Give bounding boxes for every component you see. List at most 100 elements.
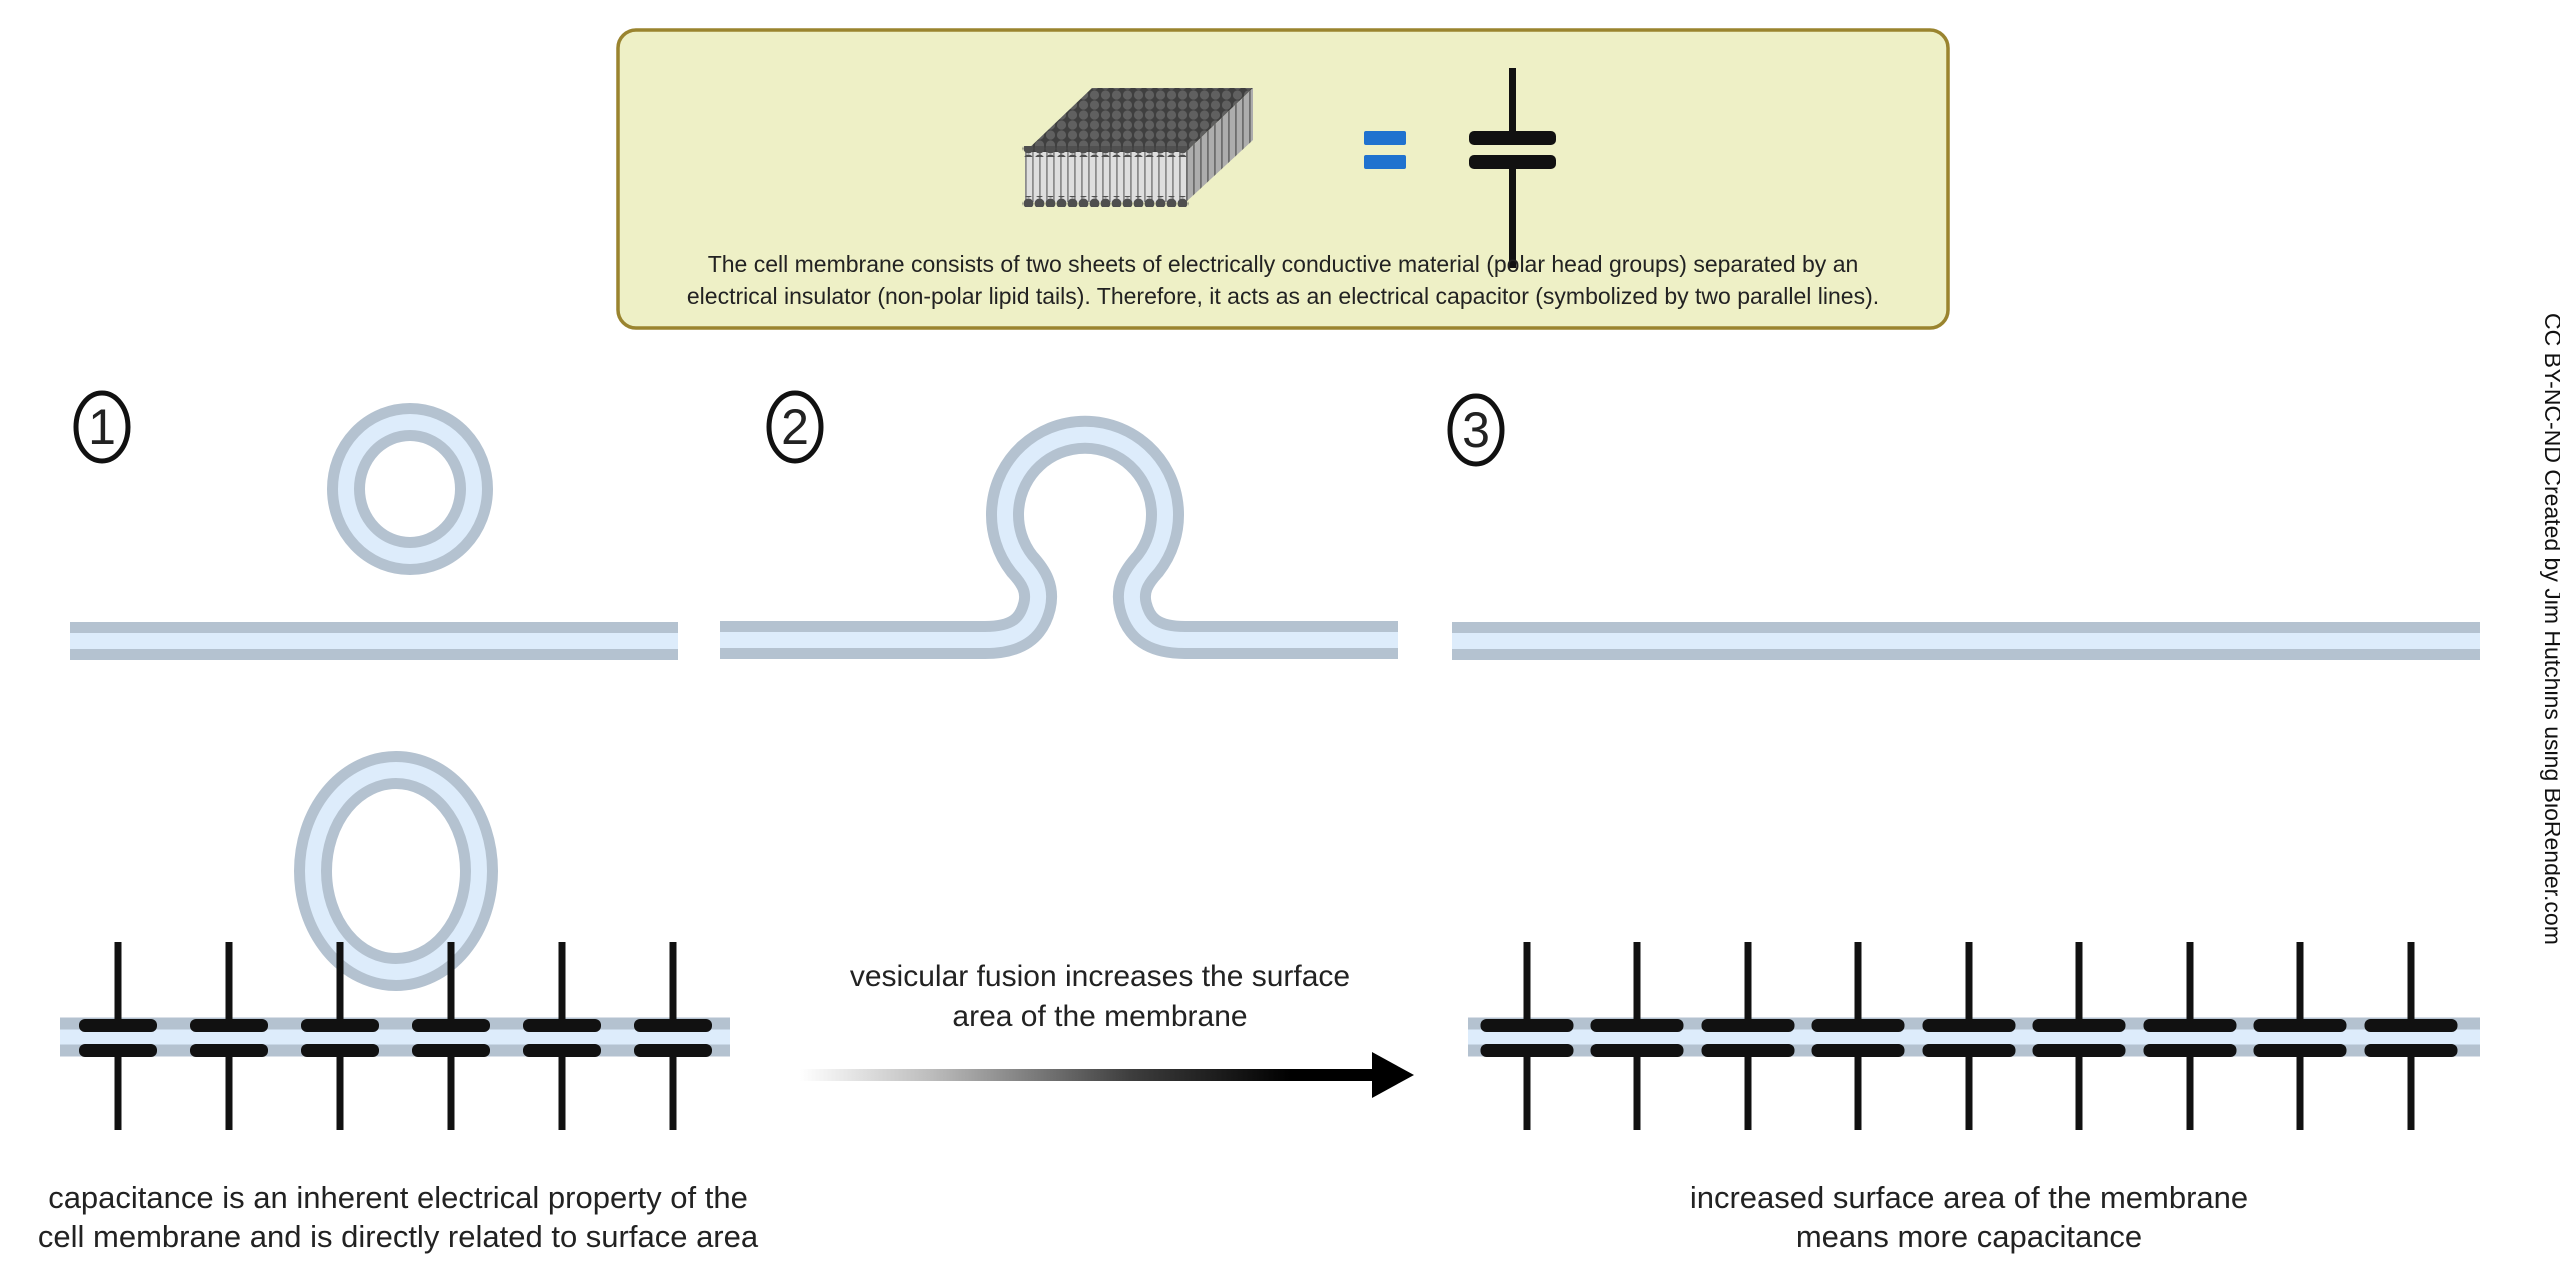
membrane-front-face xyxy=(1025,152,1186,202)
vesicle-2-core xyxy=(305,762,487,980)
caption-left-line2: cell membrane and is directly related to… xyxy=(38,1219,759,1254)
fusion-arrow-shaft xyxy=(800,1069,1372,1081)
capacitor-symbol xyxy=(2032,942,2126,1130)
capacitor-plate-bottom xyxy=(301,1044,379,1057)
capacitor-stem-top xyxy=(336,942,344,1027)
fusion-arrow-head xyxy=(1372,1052,1414,1098)
capacitor-stem-bottom xyxy=(1744,1049,1752,1130)
capacitor-stem-bottom xyxy=(1633,1049,1641,1130)
capacitor-plate-bottom xyxy=(1590,1044,1684,1057)
capacitor-stem-top xyxy=(225,942,233,1027)
membrane-head-row-top xyxy=(1022,146,1189,157)
capacitor-symbol xyxy=(79,942,157,1130)
step-1-number: 1 xyxy=(88,399,116,455)
capacitor-stem-top xyxy=(114,942,122,1027)
capacitor-stem-bottom xyxy=(1965,1049,1973,1130)
capacitor-stem-bottom xyxy=(114,1049,122,1130)
capacitor-stem-bottom xyxy=(2296,1049,2304,1130)
capacitor-stem-top xyxy=(2075,942,2083,1027)
capacitor-plate-top xyxy=(2364,1019,2458,1032)
capacitor-plate-bottom xyxy=(634,1044,712,1057)
capacitor-plate-bottom xyxy=(412,1044,490,1057)
capacitor-plate-top xyxy=(2253,1019,2347,1032)
capacitor-stem-top xyxy=(558,942,566,1027)
capacitor-stem-bottom xyxy=(1523,1049,1531,1130)
membrane-capacitor-left xyxy=(60,751,730,1130)
capacitor-plate-top xyxy=(190,1019,268,1032)
membrane-2-omega-core xyxy=(720,426,1398,648)
capacitor-group-left xyxy=(79,942,712,1130)
fusion-arrow-group: vesicular fusion increases the surface a… xyxy=(800,960,1414,1098)
caption-left-line1: capacitance is an inherent electrical pr… xyxy=(48,1180,748,1215)
step-2-number: 2 xyxy=(781,399,809,455)
capacitor-plate-top xyxy=(412,1019,490,1032)
capacitor-lead-top xyxy=(1509,68,1516,132)
capacitor-plate-top xyxy=(1480,1019,1574,1032)
capacitor-plate-top xyxy=(1811,1019,1905,1032)
capacitor-stem-top xyxy=(669,942,677,1027)
capacitor-stem-bottom xyxy=(2075,1049,2083,1130)
capacitor-plate-top xyxy=(1469,131,1556,145)
capacitor-plate-bottom xyxy=(1811,1044,1905,1057)
caption-right-line1: increased surface area of the membrane xyxy=(1690,1180,2248,1215)
equals-bar-top xyxy=(1364,131,1406,145)
capacitor-symbol xyxy=(1922,942,2016,1130)
credit-text: CC BY-NC-ND Created by Jim Hutchins usin… xyxy=(2540,313,2560,945)
membrane-top-face xyxy=(1025,88,1253,152)
capacitor-stem-bottom xyxy=(558,1049,566,1130)
capacitor-stem-bottom xyxy=(2186,1049,2194,1130)
equals-bar-bottom xyxy=(1364,155,1406,169)
fusion-label-line2: area of the membrane xyxy=(952,1000,1247,1033)
vesicle-1-core xyxy=(338,414,482,564)
capacitor-stem-top xyxy=(1854,942,1862,1027)
capacitor-stem-top xyxy=(447,942,455,1027)
capacitor-stem-bottom xyxy=(225,1049,233,1130)
capacitor-stem-top xyxy=(2407,942,2415,1027)
fusion-label-line1: vesicular fusion increases the surface xyxy=(850,960,1350,993)
capacitor-stem-top xyxy=(1965,942,1973,1027)
capacitor-stem-bottom xyxy=(2407,1049,2415,1130)
capacitor-plate-bottom xyxy=(2364,1044,2458,1057)
capacitor-symbol xyxy=(634,942,712,1130)
capacitor-symbol xyxy=(2364,942,2458,1130)
capacitor-symbol xyxy=(190,942,268,1130)
capacitor-plate-top xyxy=(79,1019,157,1032)
capacitor-plate-bottom xyxy=(1480,1044,1574,1057)
info-box: The cell membrane consists of two sheets… xyxy=(616,28,1950,330)
step-3-circle xyxy=(1447,393,1505,467)
capacitor-stem-top xyxy=(2296,942,2304,1027)
capacitor-plate-bottom xyxy=(1922,1044,2016,1057)
capacitor-symbol xyxy=(2253,942,2347,1130)
equals-icon xyxy=(1364,131,1406,169)
capacitor-stem-top xyxy=(2186,942,2194,1027)
capacitor-plate-top xyxy=(2032,1019,2126,1032)
capacitor-plate-bottom xyxy=(79,1044,157,1057)
info-box-background xyxy=(616,28,1950,330)
capacitor-plate-top xyxy=(523,1019,601,1032)
capacitor-symbol xyxy=(523,942,601,1130)
capacitor-stem-bottom xyxy=(336,1049,344,1130)
info-box-text-line2: electrical insulator (non-polar lipid ta… xyxy=(687,283,1879,309)
capacitor-symbol xyxy=(1811,942,1905,1130)
capacitor-stem-bottom xyxy=(669,1049,677,1130)
step-3-number: 3 xyxy=(1462,402,1490,458)
step-badges xyxy=(73,390,1505,467)
capacitor-symbol xyxy=(412,942,490,1130)
capacitor-plate-bottom xyxy=(2253,1044,2347,1057)
capacitor-plate-top xyxy=(1922,1019,2016,1032)
capacitor-plate-bottom xyxy=(2143,1044,2237,1057)
capacitor-plate-top xyxy=(1701,1019,1795,1032)
membrane-capacitor-right xyxy=(1468,942,2480,1130)
capacitor-plate-top xyxy=(2143,1019,2237,1032)
step-1-circle xyxy=(73,390,131,464)
step-2-circle xyxy=(766,390,824,464)
caption-right-line2: means more capacitance xyxy=(1796,1219,2142,1254)
capacitor-plate-top xyxy=(301,1019,379,1032)
capacitor-stem-top xyxy=(1523,942,1531,1027)
capacitor-stem-top xyxy=(1633,942,1641,1027)
capacitor-lead-bottom xyxy=(1509,168,1516,268)
capacitor-plate-bottom xyxy=(190,1044,268,1057)
membrane-row-top xyxy=(70,403,2480,660)
